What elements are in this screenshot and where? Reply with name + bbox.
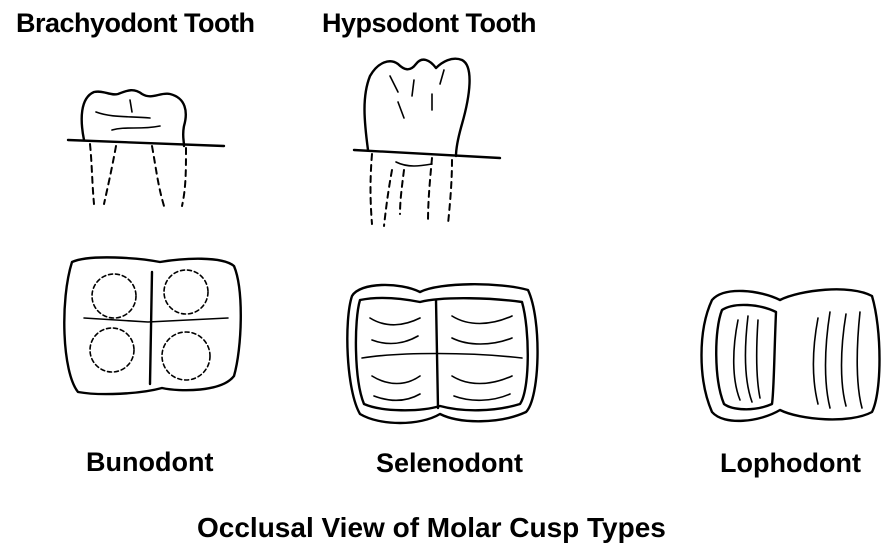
selenodont-label: Selenodont [376, 450, 523, 477]
bunodont-label: Bunodont [86, 449, 213, 476]
diagram-caption: Occlusal View of Molar Cusp Types [197, 514, 666, 542]
lophodont-drawing [702, 289, 880, 421]
brachyodont-tooth-drawing [68, 90, 224, 206]
selenodont-drawing [347, 284, 537, 423]
lophodont-label: Lophodont [720, 450, 861, 477]
hypsodont-tooth-drawing [354, 59, 500, 226]
bunodont-drawing [64, 257, 240, 394]
